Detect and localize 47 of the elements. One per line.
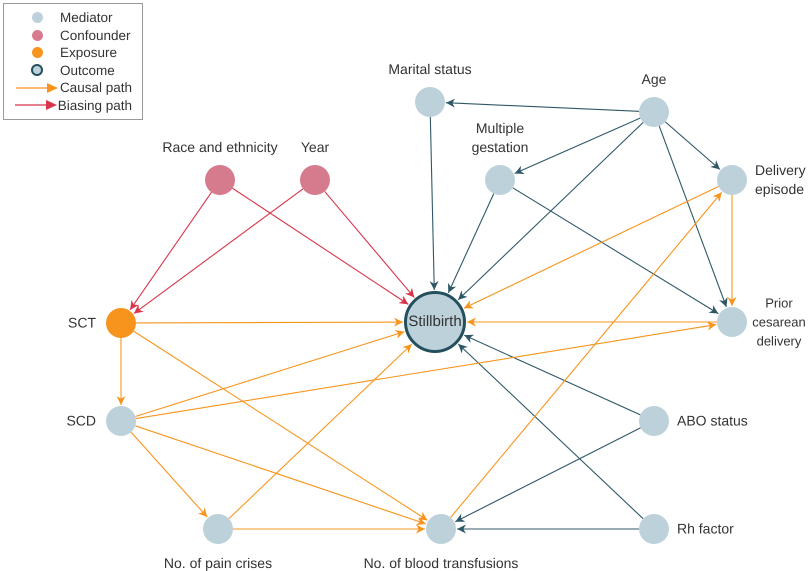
arrow [458, 344, 644, 520]
legend-label: Outcome [60, 64, 115, 77]
node-label: Delivery episode [755, 161, 807, 199]
arrow [133, 330, 428, 521]
arrow [664, 121, 720, 170]
arrow [448, 193, 494, 294]
arrow [457, 524, 639, 534]
node-label: ABO status [677, 412, 748, 430]
node-label: Multiple gestation [470, 119, 530, 157]
legend-label: Confounder [60, 28, 131, 42]
legend-label: Causal path [60, 81, 132, 94]
arrow [116, 338, 126, 405]
arrow [136, 318, 403, 327]
node-label: Rh factor [677, 520, 734, 538]
arrow [512, 187, 719, 314]
node-label: Stillbirth [408, 312, 462, 332]
arrow [130, 192, 212, 310]
legend-label: Biasing path [58, 98, 132, 112]
arrow [232, 188, 409, 305]
arrow [728, 195, 736, 306]
node-label: Age [642, 70, 666, 89]
arrow [446, 98, 640, 112]
node-label: Prior cesarean delivery [751, 294, 807, 350]
arrow [450, 192, 722, 518]
arrow [658, 126, 728, 308]
arrow [130, 432, 208, 518]
arrow [228, 344, 412, 520]
legend-label: Exposure [60, 46, 118, 60]
arrow [455, 427, 641, 522]
node-label: Race and ethnicity [162, 138, 278, 157]
arrow [233, 524, 425, 534]
arrow [467, 318, 717, 326]
arrow [134, 188, 304, 314]
arrow [458, 122, 644, 300]
node-label: No. of blood transfusions [364, 554, 518, 571]
legend-label: Mediator [60, 11, 113, 24]
node-label: No. of pain crises [164, 554, 272, 571]
node-label: Year [300, 138, 330, 157]
node-label: SCD [66, 412, 96, 430]
arrow [430, 116, 439, 290]
arrow [514, 118, 640, 174]
arrow [324, 191, 415, 298]
node-label: Marital status [388, 60, 472, 79]
arrow [135, 330, 405, 418]
arrow [135, 425, 426, 526]
node-label: SCT [68, 314, 96, 332]
arrow [136, 322, 716, 420]
